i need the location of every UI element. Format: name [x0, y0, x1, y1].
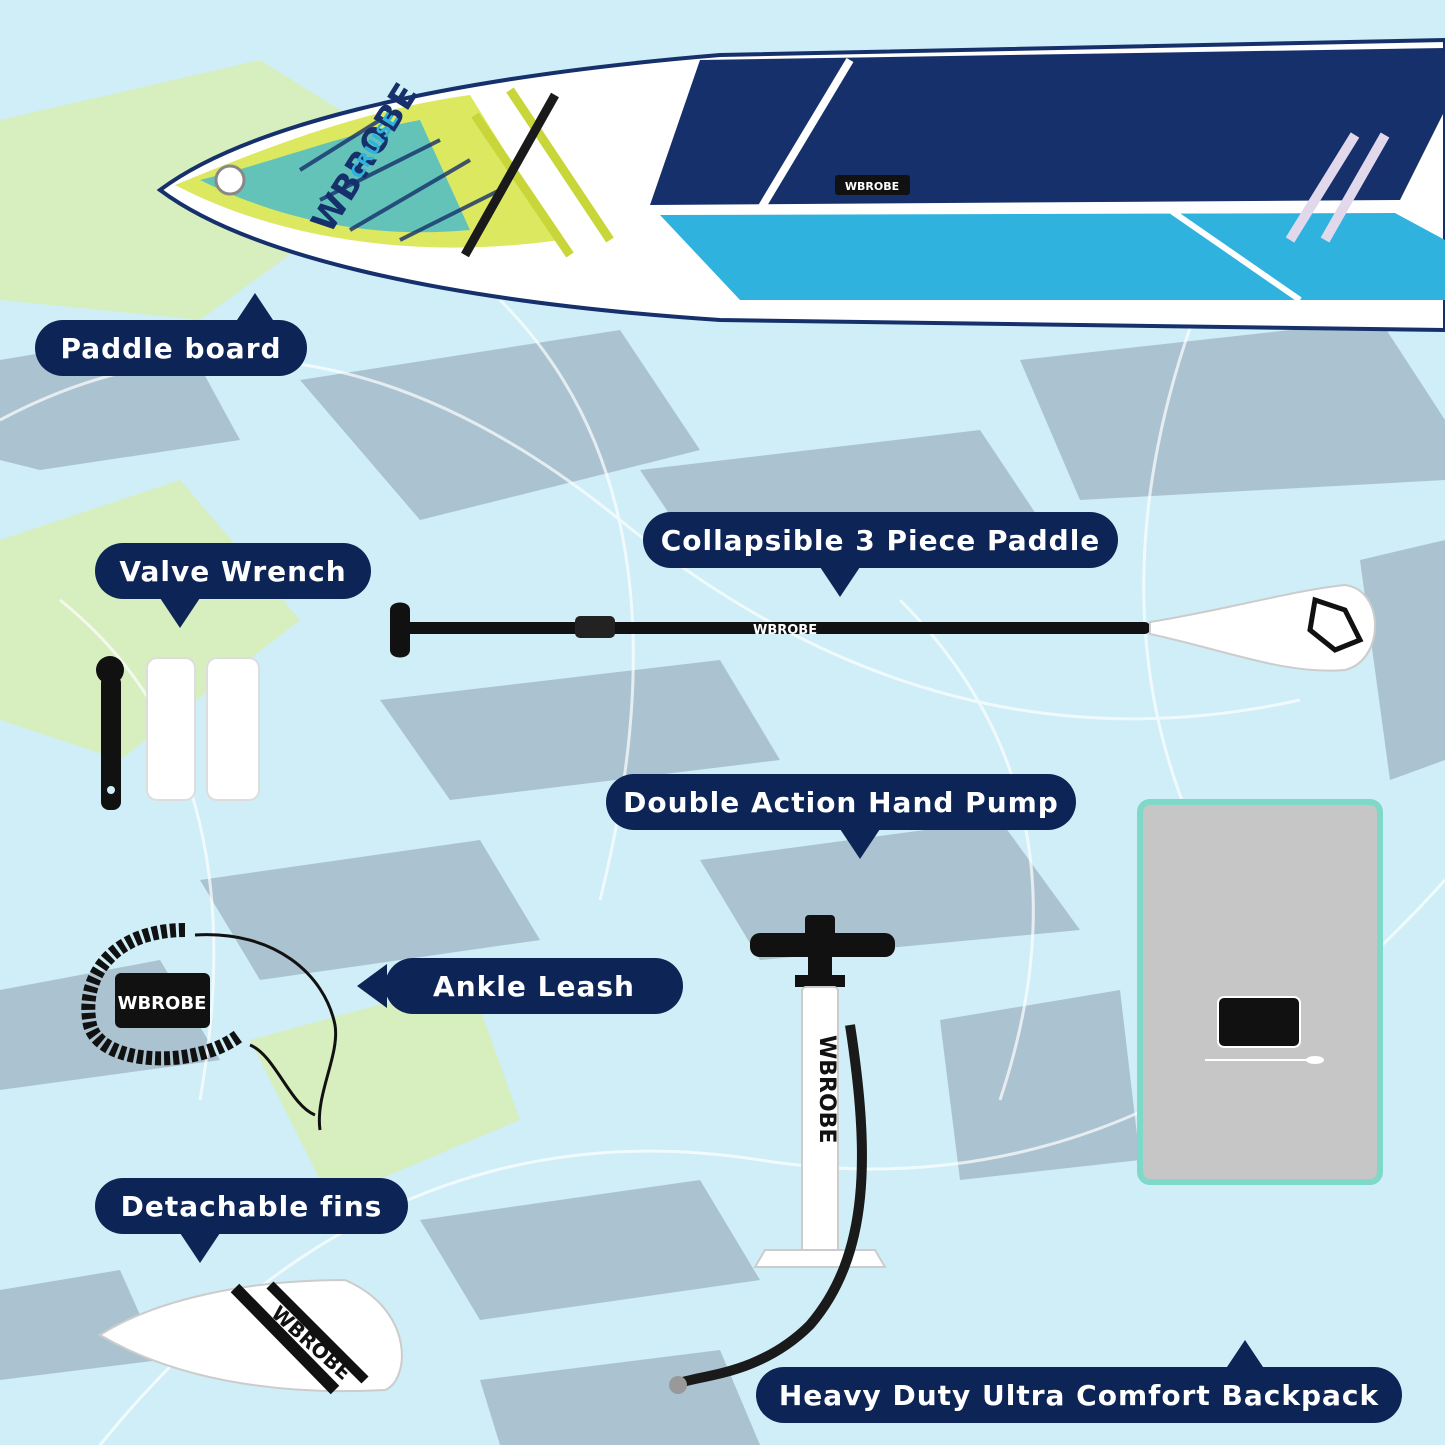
pump-label: Double Action Hand Pump [606, 774, 1076, 830]
pump-brand-text: WBROBE [814, 1035, 839, 1143]
ankle-leash-label-pointer [357, 964, 387, 1008]
fins-label: Detachable fins [95, 1178, 408, 1234]
valve-wrench-image [96, 656, 260, 810]
ankle-leash-image: WBROBE [81, 923, 338, 1131]
hand-pump-image: WBROBE [669, 915, 895, 1394]
backpack-label-pointer [1225, 1340, 1265, 1370]
pump-label-pointer [840, 829, 880, 859]
paddle-board-image: WBROBE WBROBE CRUISE [156, 37, 1445, 333]
leash-brand-text: WBROBE [118, 993, 207, 1014]
fin-image: WBROBE [98, 1278, 403, 1395]
valve-wrench-label: Valve Wrench [95, 543, 371, 599]
ankle-leash-label: Ankle Leash [385, 958, 683, 1014]
backpack-label: Heavy Duty Ultra Comfort Backpack [756, 1367, 1402, 1423]
valve-wrench-label-pointer [160, 598, 200, 628]
backpack-brand-text: WBROBE [1232, 1034, 1286, 1047]
paddle-board-label-pointer [235, 293, 275, 323]
backpack-image: WBROBE [1137, 799, 1383, 1185]
fins-label-pointer [180, 1233, 220, 1263]
paddle-label-pointer [820, 567, 860, 597]
paddle-brand-text: WBROBE [753, 623, 817, 638]
board-brand-patch [835, 175, 910, 195]
paddle-board-label: Paddle board [35, 320, 307, 376]
board-brand-text: WBROBE [845, 180, 899, 193]
paddle-image: WBROBE [390, 583, 1376, 672]
paddle-label: Collapsible 3 Piece Paddle [643, 512, 1118, 568]
